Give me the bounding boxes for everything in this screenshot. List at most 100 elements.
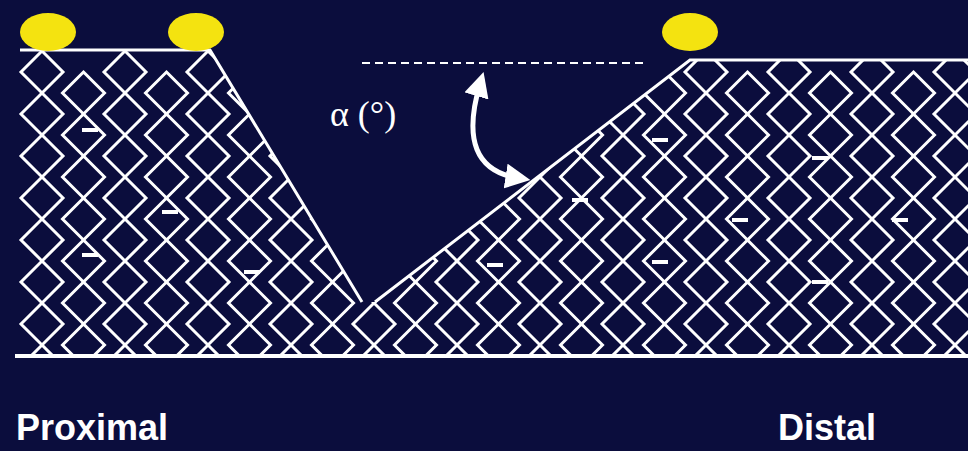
mesh-cell bbox=[104, 303, 146, 345]
radiopaque-marker bbox=[662, 13, 718, 51]
mesh-cell bbox=[21, 219, 63, 261]
mesh-cell bbox=[436, 51, 478, 93]
mesh-cell bbox=[229, 198, 271, 240]
mesh-cell bbox=[934, 219, 968, 261]
mesh-cell bbox=[229, 282, 271, 324]
mesh-cell bbox=[893, 198, 935, 240]
mesh-cell bbox=[229, 366, 271, 408]
mesh-cell bbox=[270, 51, 312, 93]
mesh-cell bbox=[519, 345, 561, 387]
mesh-cell bbox=[270, 303, 312, 345]
mesh-cell bbox=[768, 261, 810, 303]
mesh-cell bbox=[312, 366, 354, 408]
mesh-cell bbox=[934, 387, 968, 429]
mesh-cell bbox=[561, 240, 603, 282]
mesh-cell bbox=[21, 345, 63, 387]
mesh-cell bbox=[602, 135, 644, 177]
mesh-cell bbox=[851, 219, 893, 261]
mesh-cell bbox=[478, 366, 520, 408]
mesh-cell bbox=[104, 135, 146, 177]
mesh-cell bbox=[727, 408, 769, 450]
mesh-cell bbox=[146, 156, 188, 198]
mesh-cell bbox=[229, 324, 271, 366]
mesh-cell bbox=[146, 240, 188, 282]
mesh-cell bbox=[810, 114, 852, 156]
strut bbox=[82, 128, 98, 132]
mesh-cell bbox=[270, 219, 312, 261]
mesh-cell bbox=[602, 51, 644, 93]
strut bbox=[572, 198, 588, 202]
mesh-cell bbox=[561, 408, 603, 450]
mesh-cell bbox=[353, 177, 395, 219]
mesh-cell bbox=[187, 345, 229, 387]
mesh-cell bbox=[146, 72, 188, 114]
mesh-cell bbox=[478, 72, 520, 114]
mesh-cell bbox=[768, 51, 810, 93]
mesh-cell bbox=[478, 282, 520, 324]
mesh-cell bbox=[270, 93, 312, 135]
mesh-cell bbox=[685, 219, 727, 261]
mesh-cell bbox=[104, 93, 146, 135]
strut bbox=[732, 218, 748, 222]
mesh-cell bbox=[146, 114, 188, 156]
mesh-cell bbox=[395, 156, 437, 198]
mesh-cell bbox=[810, 198, 852, 240]
mesh-cell bbox=[146, 198, 188, 240]
mesh-cell bbox=[353, 387, 395, 429]
mesh-cell bbox=[353, 51, 395, 93]
mesh-cell bbox=[63, 240, 105, 282]
mesh-cell bbox=[685, 135, 727, 177]
mesh-cell bbox=[768, 135, 810, 177]
radiopaque-marker bbox=[168, 13, 224, 51]
mesh-cell bbox=[187, 219, 229, 261]
mesh-cell bbox=[21, 93, 63, 135]
mesh-cell bbox=[893, 366, 935, 408]
end-label: Distal bbox=[778, 410, 876, 446]
mesh-cell bbox=[395, 282, 437, 324]
mesh-cell bbox=[810, 282, 852, 324]
mesh-cell bbox=[851, 177, 893, 219]
mesh-cell bbox=[519, 51, 561, 93]
mesh-cell bbox=[893, 282, 935, 324]
mesh-cell bbox=[519, 135, 561, 177]
mesh-cell bbox=[934, 135, 968, 177]
strut bbox=[812, 156, 828, 160]
mesh-cell bbox=[893, 240, 935, 282]
mesh-cell bbox=[478, 408, 520, 450]
mesh-cell bbox=[63, 72, 105, 114]
mesh-cell bbox=[21, 135, 63, 177]
mesh-cell bbox=[436, 303, 478, 345]
mesh-cell bbox=[893, 156, 935, 198]
mesh-cell bbox=[312, 156, 354, 198]
mesh-cell bbox=[851, 93, 893, 135]
mesh-cell bbox=[768, 345, 810, 387]
mesh-cell bbox=[229, 114, 271, 156]
mesh-cell bbox=[63, 156, 105, 198]
mesh-cell bbox=[644, 198, 686, 240]
mesh-cell bbox=[146, 366, 188, 408]
mesh-cell bbox=[727, 282, 769, 324]
mesh-cell bbox=[561, 282, 603, 324]
mesh-cell bbox=[685, 303, 727, 345]
mesh-cell bbox=[602, 261, 644, 303]
mesh-cell bbox=[187, 303, 229, 345]
mesh-cell bbox=[602, 219, 644, 261]
mesh-cell bbox=[727, 198, 769, 240]
mesh-cell bbox=[519, 387, 561, 429]
strut bbox=[487, 263, 503, 267]
strut bbox=[82, 253, 98, 257]
mesh-cell bbox=[436, 135, 478, 177]
mesh-cell bbox=[727, 324, 769, 366]
mesh-cell bbox=[478, 324, 520, 366]
mesh-cell bbox=[187, 387, 229, 429]
mesh-cell bbox=[685, 345, 727, 387]
mesh-cell bbox=[63, 324, 105, 366]
mesh-cell bbox=[810, 156, 852, 198]
mesh-cell bbox=[312, 408, 354, 450]
mesh-cell bbox=[104, 219, 146, 261]
reference-line bbox=[362, 62, 645, 64]
mesh-cell bbox=[727, 366, 769, 408]
strut bbox=[162, 210, 178, 214]
mesh-cell bbox=[519, 177, 561, 219]
